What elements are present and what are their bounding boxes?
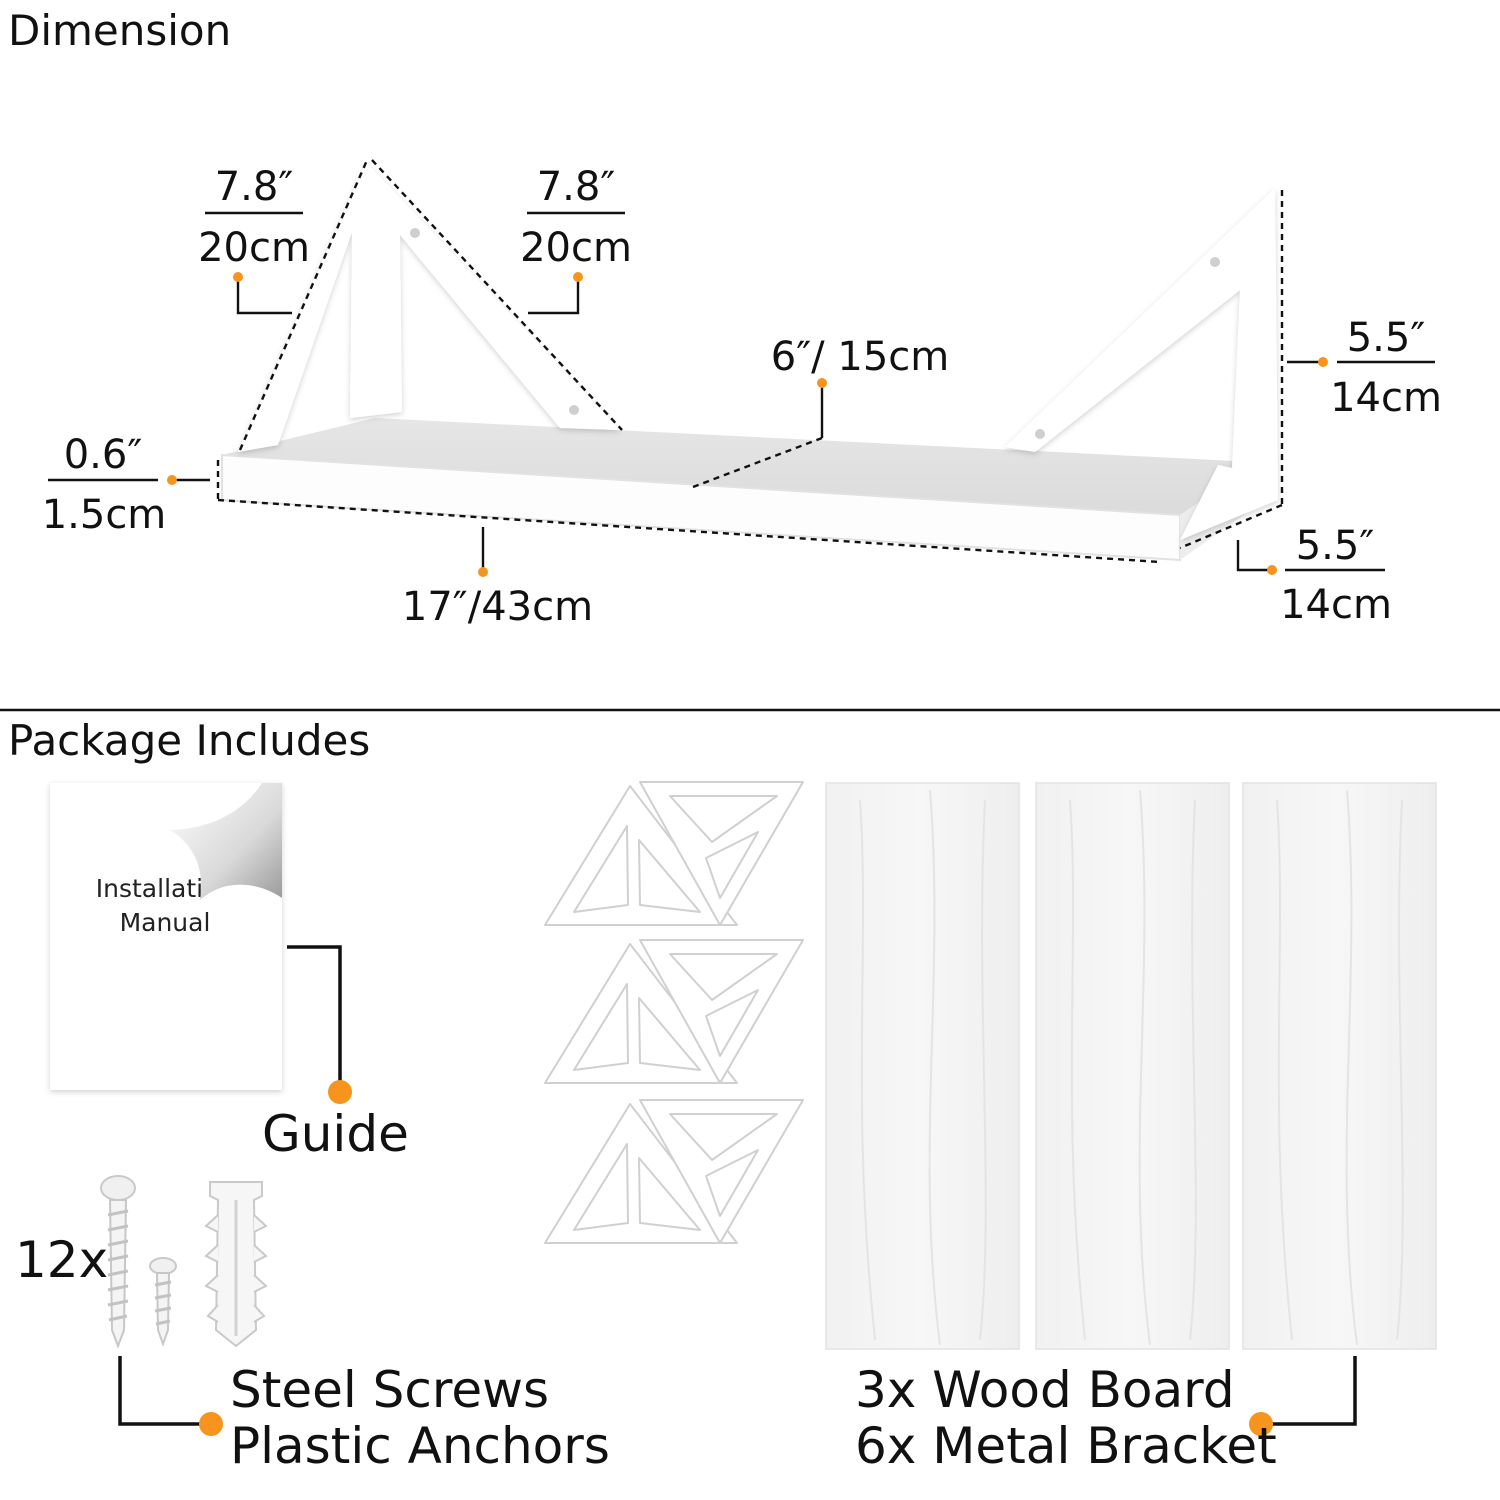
plastic-anchor-icon <box>204 1181 268 1348</box>
wood-board <box>825 782 1020 1350</box>
hardware-label-anchors: Plastic Anchors <box>230 1417 610 1475</box>
left-bracket <box>238 162 620 452</box>
manual-title-line2: Manual <box>119 907 211 937</box>
bracket-pair <box>544 1099 804 1244</box>
wood-grain <box>859 789 1404 1346</box>
manual-title-line1: Installation <box>95 874 235 903</box>
boards-labels: 3x Wood Board 6x Metal Bracket <box>855 1362 1277 1474</box>
dimension-heading: Dimension <box>8 6 232 55</box>
wood-boards-illustration <box>825 782 1437 1350</box>
bracket-depth-inch: 5.5″ <box>1295 523 1375 569</box>
right-bracket <box>1005 188 1278 540</box>
package-heading: Package Includes <box>8 716 371 765</box>
bracket-hole <box>569 405 579 415</box>
bracket-icon <box>639 1099 804 1244</box>
left-bracket-inner-inch: 7.8″ <box>536 164 616 210</box>
boards-label-wood: 3x Wood Board <box>855 1361 1235 1419</box>
bracket-depth-cm: 14cm <box>1280 582 1392 628</box>
dimension-lines <box>0 157 1500 1426</box>
left-bracket-inner-cm: 20cm <box>520 225 632 271</box>
bracket-pair <box>544 939 804 1084</box>
board-length-label: 17″/43cm <box>401 584 594 630</box>
bracket-icon <box>639 939 804 1084</box>
hardware-label-screws: Steel Screws <box>230 1361 550 1419</box>
hardware-labels: Steel Screws Plastic Anchors <box>230 1362 610 1474</box>
long-screw-icon <box>100 1175 136 1349</box>
bracket-icon <box>639 781 804 926</box>
bracket-hole <box>410 228 420 238</box>
bracket-hole <box>1035 429 1045 439</box>
manual-title: Installation Manual <box>90 872 240 940</box>
bracket-height-inch: 5.5″ <box>1346 315 1426 361</box>
left-bracket-outer-inch: 7.8″ <box>214 164 294 210</box>
board-thickness-cm: 1.5cm <box>41 492 167 538</box>
left-bracket-outer-cm: 20cm <box>198 225 310 271</box>
guide-label: Guide <box>262 1105 409 1163</box>
bracket-hole <box>1210 257 1220 267</box>
metal-brackets-illustration <box>544 781 804 1244</box>
wood-board <box>1242 782 1437 1350</box>
bracket-height-cm: 14cm <box>1330 375 1442 421</box>
boards-label-brackets: 6x Metal Bracket <box>855 1417 1277 1475</box>
short-screw-icon <box>149 1257 177 1347</box>
board-thickness-inch: 0.6″ <box>63 432 143 478</box>
wood-board <box>1035 782 1230 1350</box>
shelf-illustration <box>221 162 1278 562</box>
accent-dots <box>167 272 1328 1436</box>
hardware-count: 12x <box>15 1231 109 1289</box>
hardware-illustration <box>100 1175 268 1349</box>
board-depth-label: 6″/ 15cm <box>770 334 950 380</box>
bracket-pair <box>544 781 804 926</box>
